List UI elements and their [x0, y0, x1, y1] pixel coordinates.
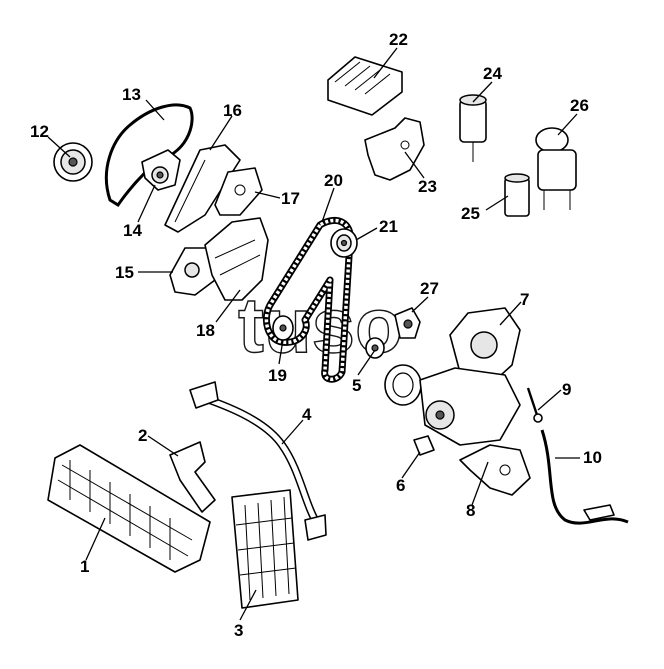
callout-19: 19: [268, 366, 287, 385]
part-13-accessory-belt: [105, 103, 194, 208]
part-water-pump: [419, 367, 521, 446]
callout-13: 13: [122, 85, 141, 104]
part-3-radiator: [231, 489, 299, 609]
callout-18: 18: [196, 321, 215, 340]
callout-25: 25: [461, 204, 480, 223]
part-10-cable: [540, 429, 629, 525]
callout-4: 4: [302, 405, 312, 424]
part-9-sensor: [526, 387, 543, 423]
callout-12: 12: [30, 122, 49, 141]
part-14-tensioner: [141, 149, 181, 191]
callout-22: 22: [389, 30, 408, 49]
callout-14: 14: [123, 221, 142, 240]
callout-10: 10: [583, 448, 602, 467]
part-17-cover: [214, 167, 263, 216]
part-21-camshaft-sprocket: [330, 228, 358, 258]
callout-3: 3: [234, 621, 243, 640]
part-6-gasket: [413, 435, 435, 456]
callout-23: 23: [418, 177, 437, 196]
callout-6: 6: [396, 476, 405, 495]
part-23-mounting-bracket: [364, 117, 425, 181]
part-2-intercooler-hose: [169, 441, 216, 513]
callout-2: 2: [138, 426, 147, 445]
part-12-pulley: [53, 142, 93, 182]
part-25-filter-element: [504, 173, 530, 217]
callout-leaders: [47, 47, 580, 621]
part-1-intercooler: [47, 444, 211, 573]
callout-15: 15: [115, 263, 134, 282]
callout-1: 1: [80, 557, 89, 576]
part-24-fuel-filter: [459, 94, 487, 162]
callout-27: 27: [420, 279, 439, 298]
callout-17: 17: [281, 189, 300, 208]
part-27-bracket: [394, 307, 421, 339]
callout-8: 8: [466, 501, 475, 520]
part-22-control-unit: [327, 56, 403, 116]
part-19-crank-sprocket: [272, 315, 294, 341]
callout-26: 26: [570, 96, 589, 115]
callout-20: 20: [324, 171, 343, 190]
part-7-pump-housing: [449, 307, 521, 386]
part-16-upper-cover: [164, 144, 241, 233]
part-26-filter-housing: [535, 127, 577, 210]
part-4-cooling-pipe: [189, 381, 327, 541]
callout-24: 24: [483, 64, 502, 83]
part-15-lower-cover: [169, 247, 216, 296]
part-8-bracket: [459, 444, 531, 496]
callout-21: 21: [379, 217, 398, 236]
part-18-inner-cover: [204, 217, 269, 301]
callout-16: 16: [223, 101, 242, 120]
callout-7: 7: [520, 290, 529, 309]
callout-5: 5: [352, 376, 361, 395]
callout-labels: 1 2 3 4 5 6 7 8 9 10 12 13 14 15 16 17 1…: [30, 30, 602, 640]
callout-9: 9: [562, 380, 571, 399]
part-5-idler-roller: [365, 337, 422, 406]
